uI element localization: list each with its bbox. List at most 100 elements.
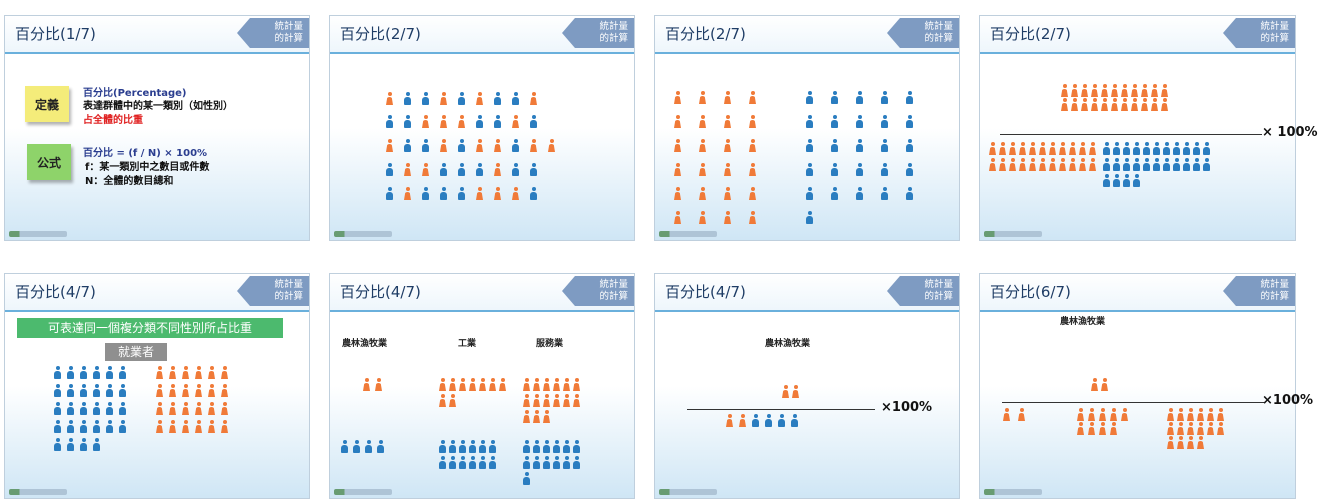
slide-7[interactable]: 百分比(4/7) 統計量的計算 農林漁牧業 ×100% [654,273,960,499]
fraction-line [1002,402,1264,403]
female-person-icon [1048,158,1057,171]
male-person-icon [1112,142,1121,155]
definition-line-3: 占全體的比重 [83,115,143,126]
slide-6[interactable]: 百分比(4/7) 統計量的計算 農林漁牧業 工業 服務業 [329,273,635,499]
female-person-icon [1110,84,1119,97]
industry-male [438,440,500,472]
female-person-icon [1100,378,1109,391]
slide-1[interactable]: 百分比(1/7) 統計量的計算 定義 百分比(Percentage) 表達群體中… [4,15,310,241]
female-person-icon [493,139,502,152]
male-person-icon [79,366,88,379]
badge-line-2: 的計算 [274,291,303,302]
female-person-icon [1028,158,1037,171]
male-person-icon [805,139,814,152]
figure-row-2 [385,115,547,128]
female-person-icon [748,211,757,224]
male-person-icon [468,456,477,469]
male-person-icon [522,456,531,469]
male-group [805,91,935,235]
male-person-icon [855,115,864,128]
female-person-icon [1196,422,1205,435]
badge-line-2: 的計算 [924,33,953,44]
male-person-icon [880,139,889,152]
male-person-icon [777,414,786,427]
male-person-icon [421,92,430,105]
female-person-icon [1109,408,1118,421]
female-person-icon [1060,84,1069,97]
slide-5[interactable]: 百分比(4/7) 統計量的計算 可表達同一個複分類不同性別所占比重 就業者 [4,273,310,499]
female-person-icon [458,378,467,391]
male-person-icon [805,163,814,176]
male-person-icon [1162,158,1171,171]
column-label-services: 服務業 [536,339,564,349]
female-person-icon [488,378,497,391]
agri-male [340,440,388,453]
slide-2[interactable]: 百分比(2/7) 統計量的計算 [329,15,635,241]
female-person-icon [1176,408,1185,421]
male-person-icon [880,115,889,128]
female-person-icon [1109,422,1118,435]
female-person-icon [1038,142,1047,155]
female-person-icon [1002,408,1011,421]
footer-logo [334,489,392,495]
footer-logo [659,489,717,495]
female-person-icon [572,378,581,391]
female-person-icon [475,139,484,152]
definition-label: 定義 [34,97,59,112]
female-person-icon [522,378,531,391]
male-person-icon [1202,142,1211,155]
female-person-icon [220,366,229,379]
female-person-icon [532,378,541,391]
male-person-icon [53,366,62,379]
female-person-icon [529,92,538,105]
female-person-icon [673,211,682,224]
male-person-icon [475,115,484,128]
female-person-icon [181,420,190,433]
female-person-icon [155,366,164,379]
female-person-icon [552,378,561,391]
male-person-icon [751,414,760,427]
badge-line-1: 統計量 [924,21,953,32]
male-person-icon [522,472,531,485]
male-person-icon [562,456,571,469]
female-person-icon [1080,84,1089,97]
male-person-icon [66,384,75,397]
male-person-icon [352,440,361,453]
figure-row-5 [385,187,547,200]
group-heading: 農林漁牧業 [1060,317,1106,327]
female-person-icon [374,378,383,391]
slide-title: 百分比(6/7) [990,283,1071,301]
male-person-icon [457,92,466,105]
female-person-icon [1130,84,1139,97]
female-person-icon [698,115,707,128]
male-person-icon [1192,142,1201,155]
figure-row-3 [385,139,565,152]
male-person-icon [1202,158,1211,171]
female-person-icon [1076,408,1085,421]
female-person-icon [168,384,177,397]
slide-4[interactable]: 百分比(2/7) 統計量的計算 × 100% [979,15,1318,241]
male-person-icon [880,163,889,176]
female-person-icon [1176,436,1185,449]
industry-female [438,378,508,410]
male-person-icon [830,115,839,128]
male-person-icon [880,91,889,104]
female-person-icon [493,163,502,176]
female-person-icon [562,378,571,391]
female-person-icon [748,91,757,104]
male-person-icon [1182,142,1191,155]
male-person-icon [53,438,62,451]
female-person-icon [1140,84,1149,97]
group-heading: 農林漁牧業 [765,339,811,349]
numerator-figures [1060,84,1175,112]
male-person-icon [92,420,101,433]
male-person-icon [438,440,447,453]
slide-3[interactable]: 百分比(2/7) 統計量的計算 [654,15,960,241]
female-person-icon [1098,422,1107,435]
female-person-icon [194,384,203,397]
female-person-icon [220,420,229,433]
slide-8[interactable]: 百分比(6/7) 統計量的計算 農林漁牧業 ×100% [979,273,1313,499]
male-person-icon [1182,158,1191,171]
female-person-icon [1048,142,1057,155]
male-person-icon [439,187,448,200]
